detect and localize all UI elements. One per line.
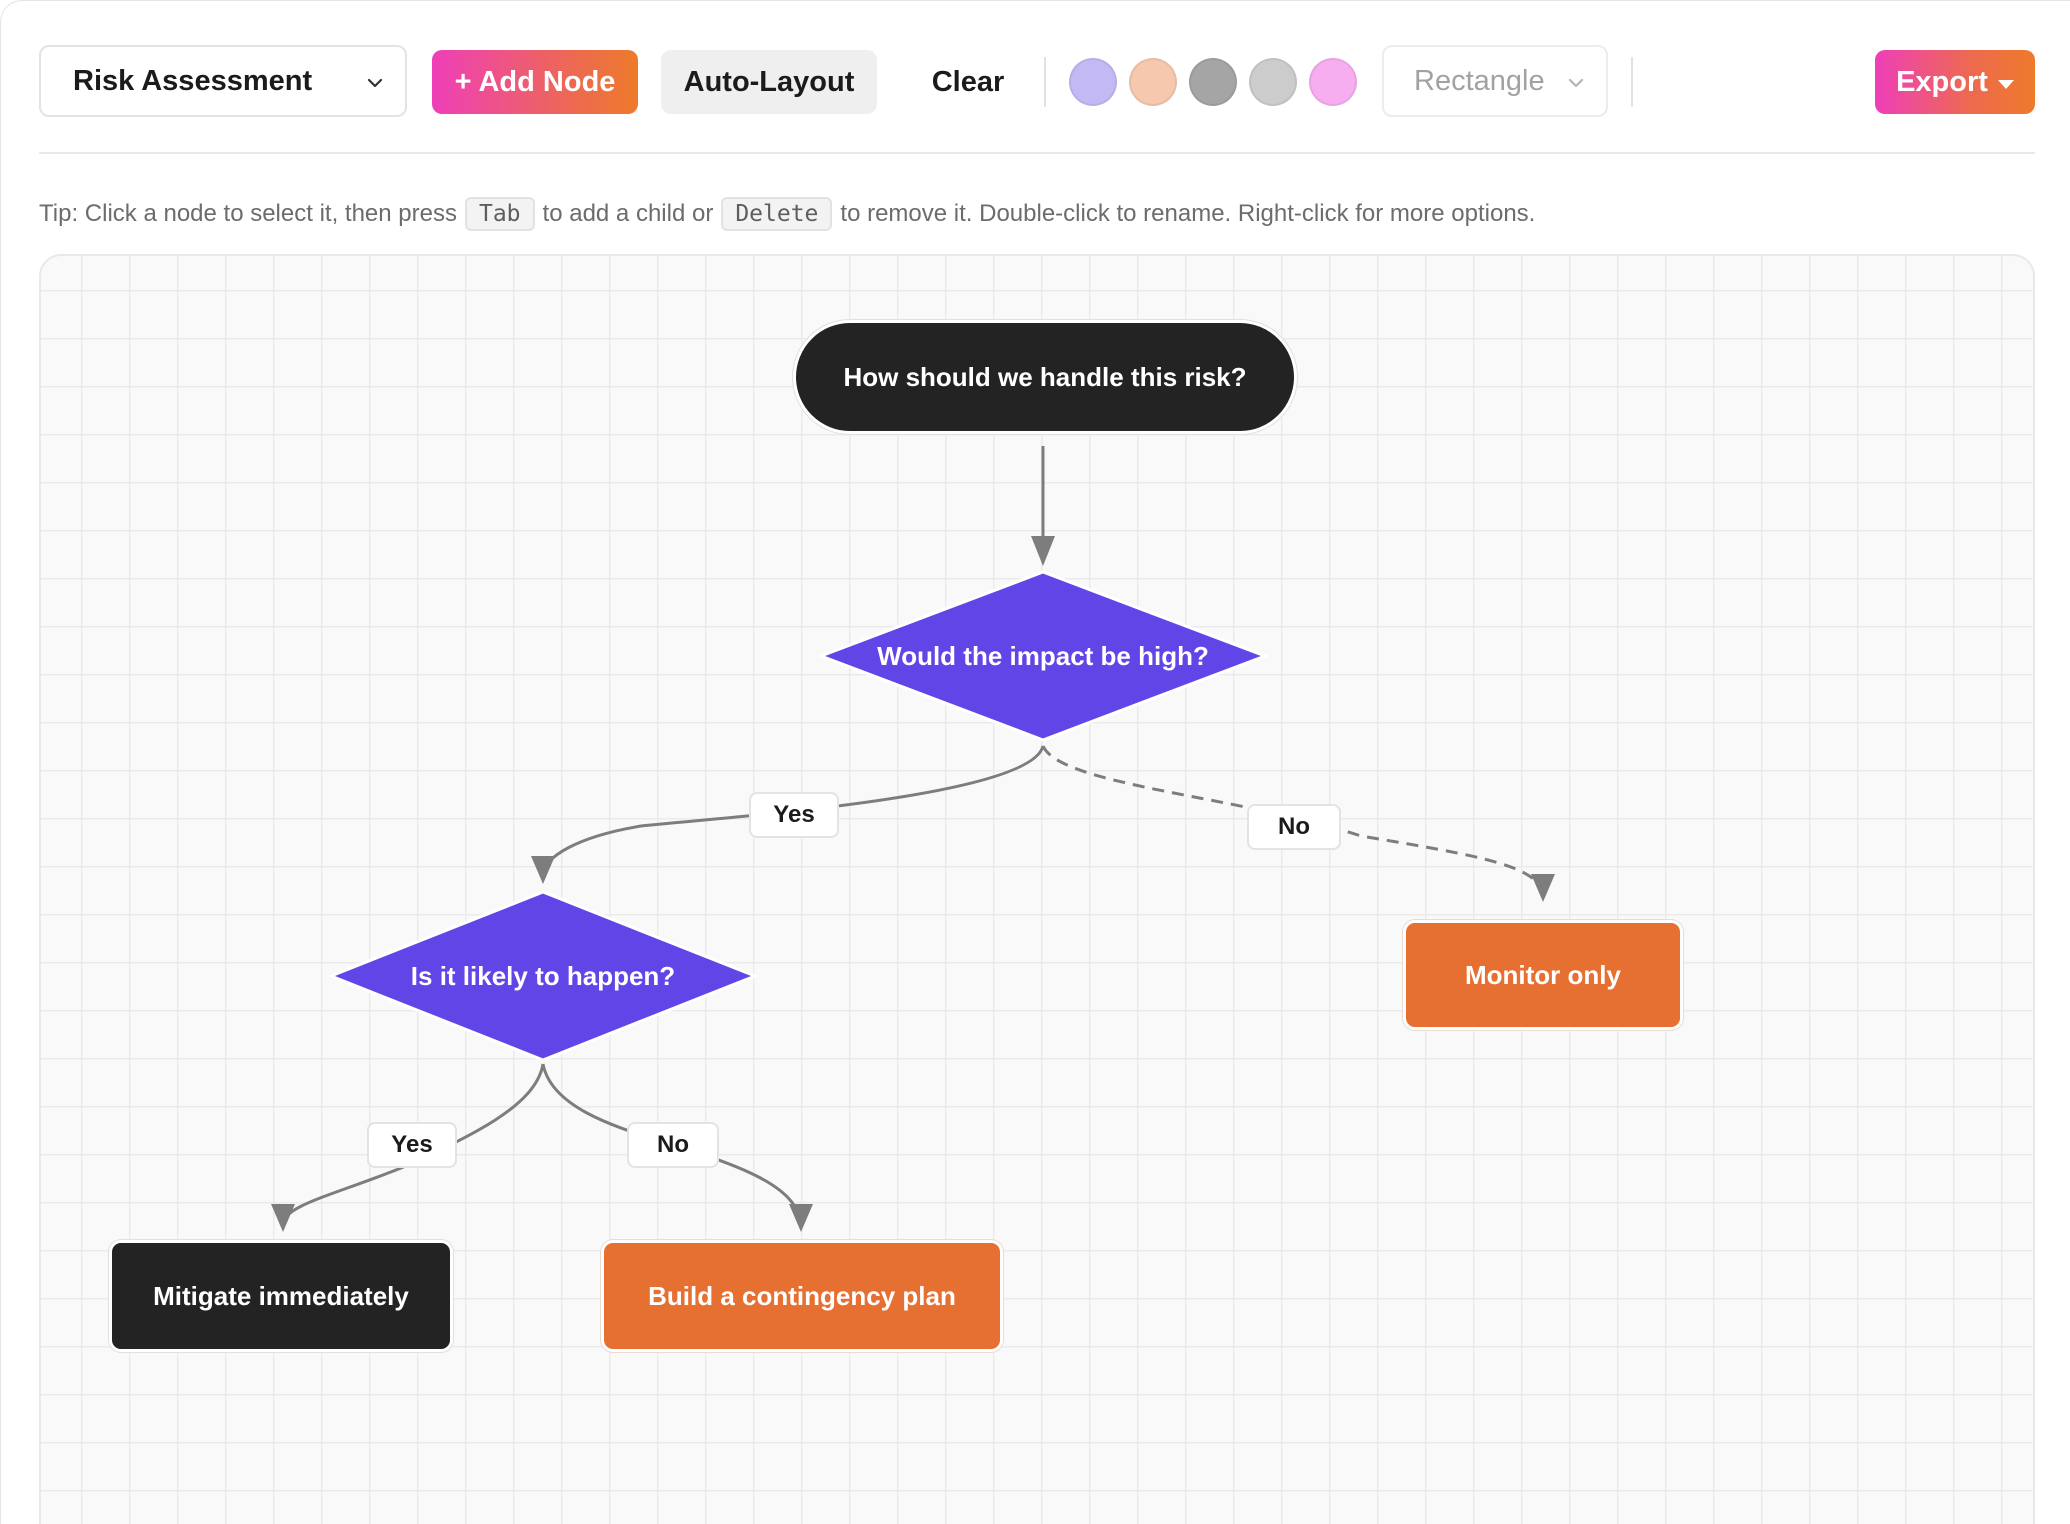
edge-impact-yes[interactable] [541,745,1045,879]
color-swatch-light-gray[interactable] [1249,58,1297,106]
edges-layer [271,446,1555,1232]
toolbar-divider-line [39,152,2035,154]
color-swatch-gray[interactable] [1189,58,1237,106]
arrowhead [1531,874,1555,902]
contingency-plan-node[interactable]: Build a contingency plan [601,1240,1003,1352]
toolbar-divider [1044,57,1046,107]
clear-button[interactable]: Clear [931,65,1005,98]
color-swatch-lavender[interactable] [1069,58,1117,106]
arrowhead [531,856,555,884]
tip-text: Tip: Click a node to select it, then pre… [39,197,1535,231]
arrowhead [271,1204,295,1232]
toolbar-divider [1631,57,1633,107]
toolbar: Risk Assessment + Add Node Auto-Layout C… [39,45,2035,119]
tip-part-1: Tip: Click a node to select it, then pre… [39,200,457,227]
arrowhead [789,1204,813,1232]
diagram-select-value: Risk Assessment [73,64,313,97]
export-button[interactable]: Export [1875,50,2035,114]
tip-part-2: to add a child or [542,200,714,227]
decision-diamond-impact[interactable] [816,570,1270,742]
mitigate-immediately-node[interactable]: Mitigate immediately [109,1240,453,1352]
export-button-label: Export [1896,65,1988,98]
diagram-select[interactable]: Risk Assessment [39,45,407,117]
monitor-only-node[interactable]: Monitor only [1403,920,1683,1030]
tip-part-3: to remove it. Double-click to rename. Ri… [840,200,1536,227]
tab-key: Tab [464,197,535,231]
add-node-button[interactable]: + Add Node [432,50,638,114]
edge-label-impact-yes[interactable]: Yes [749,792,839,838]
shape-select[interactable]: Rectangle [1382,45,1608,117]
diagram-canvas[interactable]: How should we handle this risk? Would th… [39,254,2035,1524]
shape-select-value: Rectangle [1414,64,1545,97]
chevron-down-icon [367,78,383,88]
chevron-down-icon [1568,78,1584,88]
color-swatch-peach[interactable] [1129,58,1177,106]
auto-layout-button[interactable]: Auto-Layout [661,50,877,114]
decision-diamond-likely[interactable] [326,890,760,1062]
color-swatch-pink[interactable] [1309,58,1357,106]
edge-label-likely-yes[interactable]: Yes [367,1122,457,1168]
edge-label-likely-no[interactable]: No [627,1122,719,1168]
delete-key: Delete [721,197,833,231]
edge-label-impact-no[interactable]: No [1247,804,1341,850]
start-node[interactable]: How should we handle this risk? [793,320,1297,434]
caret-down-icon [1997,79,2014,89]
arrowhead [1031,536,1055,566]
